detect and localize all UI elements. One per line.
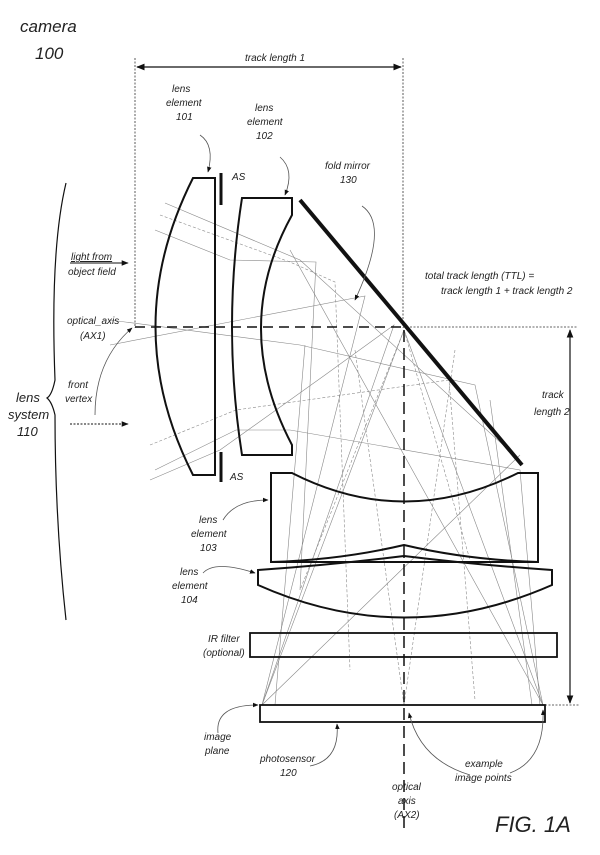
photosensor	[259, 704, 546, 723]
lens-element-102	[231, 197, 293, 456]
svg-text:vertex: vertex	[65, 394, 93, 405]
svg-text:120: 120	[280, 768, 297, 779]
svg-text:103: 103	[200, 543, 217, 554]
svg-text:track length 1 + track length: track length 1 + track length 2	[441, 286, 573, 297]
ir-filter	[249, 632, 558, 658]
lens-103-label: lens	[199, 515, 217, 526]
front-vertex-label: front	[68, 380, 89, 391]
light-rays	[109, 202, 544, 706]
lens-element-101	[154, 177, 216, 476]
svg-text:104: 104	[181, 595, 198, 606]
svg-text:axis: axis	[398, 796, 416, 807]
svg-text:130: 130	[340, 175, 357, 186]
ir-filter-label: IR filter	[208, 634, 240, 645]
fold-mirror-label: fold mirror	[325, 161, 371, 172]
svg-text:(optional): (optional)	[203, 648, 245, 659]
svg-text:plane: plane	[204, 746, 230, 757]
svg-text:101: 101	[176, 112, 193, 123]
ttl-label: total track length (TTL) =	[425, 271, 534, 282]
light-from-label: light from	[71, 252, 112, 263]
fold-mirror	[298, 198, 524, 467]
optical-axis-1-label: optical_axis	[67, 316, 119, 327]
lens-element-104	[257, 554, 553, 619]
lens-104-label: lens	[180, 567, 198, 578]
svg-text:110: 110	[17, 424, 38, 439]
lens-system-brace	[45, 182, 67, 621]
svg-text:object field: object field	[68, 267, 116, 278]
optical-axis-2-label: optical	[392, 782, 422, 793]
image-plane-label: image	[204, 732, 232, 743]
svg-text:element: element	[172, 581, 209, 592]
svg-text:(AX2): (AX2)	[394, 810, 420, 821]
svg-text:element: element	[191, 529, 228, 540]
as-label-bottom: AS	[229, 472, 244, 483]
svg-text:100: 100	[35, 44, 64, 63]
track-length-2-label: track	[542, 390, 565, 401]
photosensor-label: photosensor	[259, 754, 316, 765]
track-length-1-label: track length 1	[245, 53, 305, 64]
figure-title: FIG. 1A	[495, 812, 571, 837]
svg-text:system: system	[8, 407, 49, 422]
svg-text:element: element	[247, 117, 284, 128]
lens-101-label: lens	[172, 84, 190, 95]
camera-label: camera	[20, 17, 77, 36]
svg-text:image points: image points	[455, 773, 512, 784]
lens-102-label: lens	[255, 103, 273, 114]
svg-text:(AX1): (AX1)	[80, 331, 106, 342]
lens-system-label: lens	[16, 390, 40, 405]
svg-text:length 2: length 2	[534, 407, 570, 418]
lens-element-103	[270, 472, 539, 563]
svg-text:102: 102	[256, 131, 273, 142]
example-image-points-label: example	[465, 759, 503, 770]
svg-text:element: element	[166, 98, 203, 109]
as-label-top: AS	[231, 172, 246, 183]
